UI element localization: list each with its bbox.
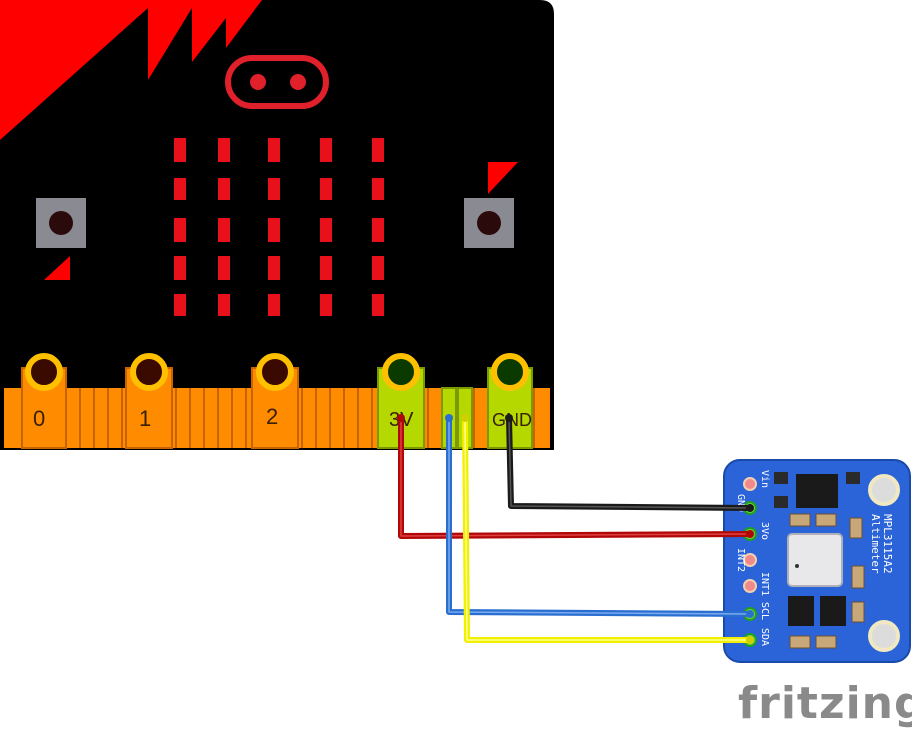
mount-hole-top: [868, 474, 900, 506]
level-shifter-1: [788, 596, 814, 626]
button-a-arrow-icon: [44, 256, 70, 280]
wires: [397, 414, 754, 644]
sensor-subtitle: Altimeter: [869, 514, 882, 574]
pin-0-pad[interactable]: [21, 353, 67, 449]
logo-dot-right: [290, 74, 306, 90]
pin-label-0: 0: [33, 406, 45, 431]
fritzing-watermark: fritzing: [738, 678, 912, 729]
button-a[interactable]: [36, 198, 86, 248]
sensor-pin-label-int2: INT2: [735, 548, 746, 572]
microbit-face-logo-icon: [225, 55, 329, 109]
pin-label-1: 1: [139, 406, 151, 431]
led-matrix: [174, 138, 384, 316]
button-b-arrow-icon: [488, 162, 518, 194]
sensor-pin-vin[interactable]: [743, 477, 757, 491]
sensor-pin-label-vin: Vin: [759, 470, 770, 488]
microbit-logo-stripes: [0, 0, 262, 140]
button-b[interactable]: [464, 198, 514, 248]
sensor-board: Altimeter MPL3115A2 Vin GND 3Vo INT2 INT…: [723, 459, 911, 663]
pressure-sensor-chip: [787, 533, 843, 587]
microbit-board: 0 1 2 3V GND: [0, 0, 554, 450]
sensor-pin-int2[interactable]: [743, 553, 757, 567]
mount-hole-bottom: [868, 620, 900, 652]
sensor-pin-int1[interactable]: [743, 579, 757, 593]
pin-label-2: 2: [266, 404, 278, 429]
sensor-pin-label-int1: INT1: [759, 572, 770, 596]
pin-2-pad[interactable]: [251, 353, 299, 449]
level-shifter-2: [820, 596, 846, 626]
sensor-pin-label-sda: SDA: [759, 628, 770, 646]
pin-1-pad[interactable]: [125, 353, 173, 449]
sensor-name: MPL3115A2: [881, 514, 894, 574]
logo-dot-left: [250, 74, 266, 90]
regulator-chip: [796, 474, 838, 508]
sensor-pin-label-scl: SCL: [759, 602, 770, 620]
sensor-pin-label-3vo: 3Vo: [759, 522, 770, 540]
sensor-pin-label-gnd: GND: [735, 494, 746, 512]
